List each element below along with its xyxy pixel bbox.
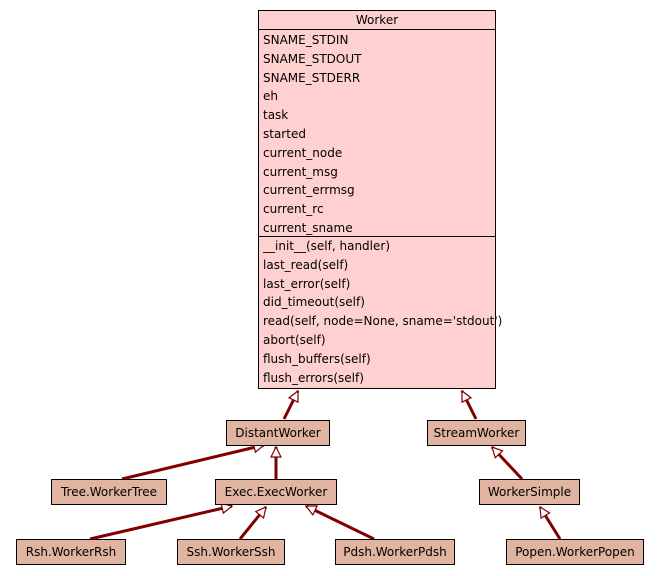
method: abort(self): [263, 332, 326, 347]
attribute: current_node: [263, 145, 343, 160]
edge-distantworker-worker: [282, 391, 300, 420]
method: last_error(self): [263, 276, 351, 291]
class-execworker: Exec.ExecWorker: [215, 479, 337, 505]
edge-workerrsh-execworker: [89, 506, 232, 541]
edge-workertree-distantworker: [121, 445, 264, 481]
class-worker-title: Worker: [259, 11, 495, 30]
method: did_timeout(self): [263, 295, 365, 310]
attribute: task: [263, 108, 289, 123]
method: flush_errors(self): [263, 370, 364, 385]
attribute: started: [263, 126, 306, 141]
class-workerpdsh: Pdsh.WorkerPdsh: [335, 539, 455, 565]
attribute: SNAME_STDIN: [263, 33, 349, 47]
attribute: SNAME_STDOUT: [263, 51, 362, 66]
class-distantworker: DistantWorker: [226, 420, 330, 446]
class-workerrsh: Rsh.WorkerRsh: [16, 539, 126, 565]
attribute: current_msg: [263, 164, 338, 179]
method: read(self, node=None, sname='stdout'): [263, 314, 503, 329]
edge-workerpdsh-execworker: [306, 504, 375, 541]
method: flush_buffers(self): [263, 351, 371, 366]
method: __init__(self, handler): [263, 239, 390, 253]
class-workerpopen: Popen.WorkerPopen: [506, 539, 644, 565]
edge-workerpopen-workersimple: [538, 507, 562, 540]
class-worker-attributes: SNAME_STDIN SNAME_STDOUT SNAME_STDERR eh…: [259, 30, 495, 237]
class-worker-methods: __init__(self, handler) last_read(self) …: [259, 237, 503, 387]
attribute: current_rc: [263, 202, 324, 217]
attribute: SNAME_STDERR: [263, 70, 361, 85]
class-workerssh: Ssh.WorkerSsh: [177, 539, 285, 565]
edge-workersimple-streamworker: [490, 445, 524, 481]
edge-streamworker-worker: [460, 391, 478, 420]
method: last_read(self): [263, 257, 349, 272]
attribute: current_sname: [263, 220, 353, 235]
edge-workerssh-execworker: [238, 507, 268, 540]
class-streamworker: StreamWorker: [427, 420, 526, 446]
class-workersimple: WorkerSimple: [479, 479, 580, 505]
attribute: eh: [263, 89, 278, 104]
class-workertree: Tree.WorkerTree: [51, 479, 167, 505]
class-worker: Worker SNAME_STDIN SNAME_STDOUT SNAME_ST…: [258, 10, 503, 389]
attribute: current_errmsg: [263, 183, 355, 198]
